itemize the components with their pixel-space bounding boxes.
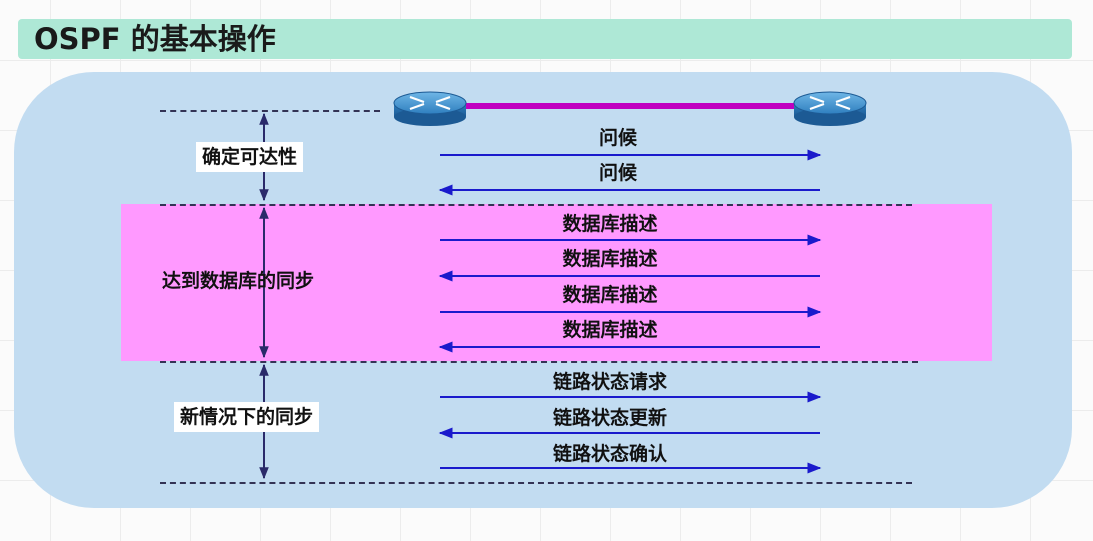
- phase-separator-2: [160, 361, 918, 363]
- message-label: 数据库描述: [562, 213, 658, 235]
- phase-label-reachability: 确定可达性: [196, 142, 304, 172]
- message-label: 问候: [598, 127, 637, 149]
- router-icon: [793, 91, 867, 126]
- router-icon: [393, 91, 467, 126]
- title-bar: OSPF 的基本操作: [18, 19, 1072, 59]
- phase-label-new-sync: 新情况下的同步: [174, 402, 320, 432]
- message-label: 数据库描述: [562, 319, 658, 341]
- phase-separator-top-left: [160, 110, 380, 112]
- phase-separator-bottom: [160, 482, 912, 484]
- message-label: 链路状态更新: [552, 407, 667, 429]
- page-title: OSPF 的基本操作: [34, 22, 276, 56]
- phase-separator-1: [160, 204, 912, 206]
- message-label: 数据库描述: [562, 248, 658, 270]
- message-label: 数据库描述: [562, 284, 658, 306]
- message-label: 问候: [598, 162, 637, 184]
- phase-label-database-sync: 达到数据库的同步: [162, 270, 315, 292]
- message-label: 链路状态确认: [552, 443, 667, 465]
- message-label: 链路状态请求: [552, 371, 667, 393]
